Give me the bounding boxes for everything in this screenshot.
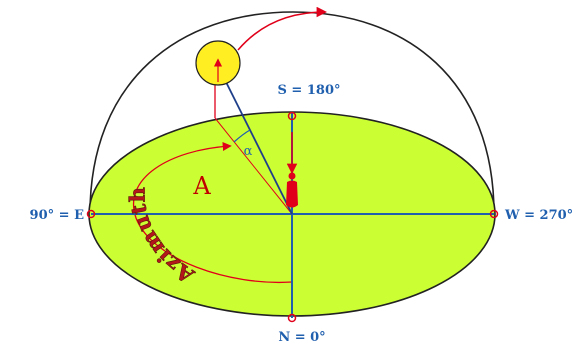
north-label: N = 0° bbox=[278, 330, 325, 345]
azimuth-angle-label: A bbox=[192, 172, 211, 200]
east-label: 90° = E bbox=[30, 208, 85, 223]
sun-projection-line bbox=[214, 117, 293, 215]
observer-icon bbox=[286, 172, 298, 208]
south-label: S = 180° bbox=[278, 83, 341, 98]
south-marker bbox=[287, 111, 297, 121]
sky-dome bbox=[89, 11, 495, 215]
azimuth-arc bbox=[133, 141, 293, 284]
altitude-arc bbox=[233, 129, 251, 143]
altitude-angle-label: α bbox=[244, 144, 253, 159]
sun-path-arc bbox=[237, 6, 328, 51]
west-label: W = 270° bbox=[504, 208, 573, 223]
sun-ray-line bbox=[217, 65, 293, 215]
west-marker bbox=[489, 209, 499, 219]
east-marker bbox=[86, 209, 96, 219]
north-marker bbox=[287, 313, 297, 323]
